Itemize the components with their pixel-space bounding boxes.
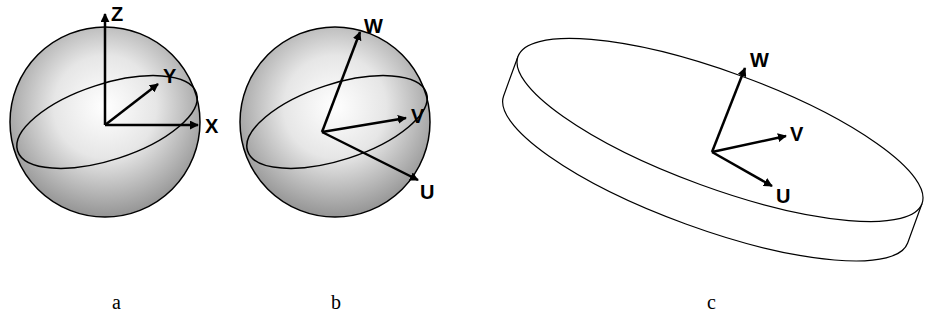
axis-label: Y — [163, 66, 176, 86]
sphere-a — [6, 14, 208, 217]
axis-label: W — [364, 16, 383, 36]
disc-c — [484, 2, 934, 298]
figure-caption: b — [331, 292, 341, 312]
axis-label: V — [411, 106, 424, 126]
axis-label: U — [776, 186, 790, 206]
axis-label: Z — [111, 4, 123, 24]
figure-caption: c — [707, 292, 716, 312]
sphere-b — [236, 27, 438, 217]
axis-label: X — [205, 116, 218, 136]
axis-label: U — [420, 182, 434, 202]
figure-caption: a — [112, 292, 121, 312]
axis-label: W — [750, 50, 769, 70]
axis-label: V — [790, 124, 803, 144]
